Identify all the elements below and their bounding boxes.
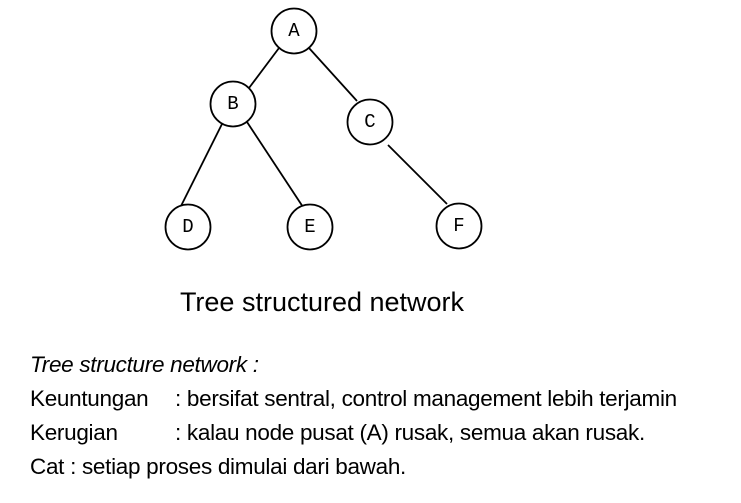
node-f-label: F <box>453 215 464 237</box>
note-row-keuntungan: Keuntungan : bersifat sentral, control m… <box>30 382 677 416</box>
node-d: D <box>164 203 212 251</box>
notes-block: Tree structure network : Keuntungan : be… <box>30 348 677 484</box>
note-label-kerugian: Kerugian <box>30 420 118 445</box>
edge-b-e <box>246 121 304 208</box>
node-a: A <box>270 7 318 55</box>
node-c-label: C <box>364 111 375 133</box>
diagram-caption: Tree structured network <box>179 287 465 317</box>
note-text-keuntungan: : bersifat sentral, control management l… <box>175 386 677 411</box>
node-b-label: B <box>227 93 238 115</box>
note-label-keuntungan: Keuntungan <box>30 386 149 411</box>
node-e: E <box>286 203 334 251</box>
node-c: C <box>346 98 394 146</box>
edge-b-d <box>179 123 223 209</box>
node-f: F <box>435 202 483 250</box>
node-e-label: E <box>304 216 315 238</box>
edge-a-b <box>248 47 280 89</box>
node-b: B <box>209 80 257 128</box>
note-row-kerugian: Kerugian : kalau node pusat (A) rusak, s… <box>30 416 677 450</box>
notes-title: Tree structure network : <box>30 352 259 377</box>
notes-footer: Cat : setiap proses dimulai dari bawah. <box>30 454 406 479</box>
edge-a-c <box>308 47 358 102</box>
node-a-label: A <box>288 20 300 42</box>
edge-c-f <box>387 144 448 205</box>
note-text-kerugian: : kalau node pusat (A) rusak, semua akan… <box>175 420 645 445</box>
tree-diagram: A B C D E F <box>164 7 483 251</box>
node-d-label: D <box>182 216 193 238</box>
